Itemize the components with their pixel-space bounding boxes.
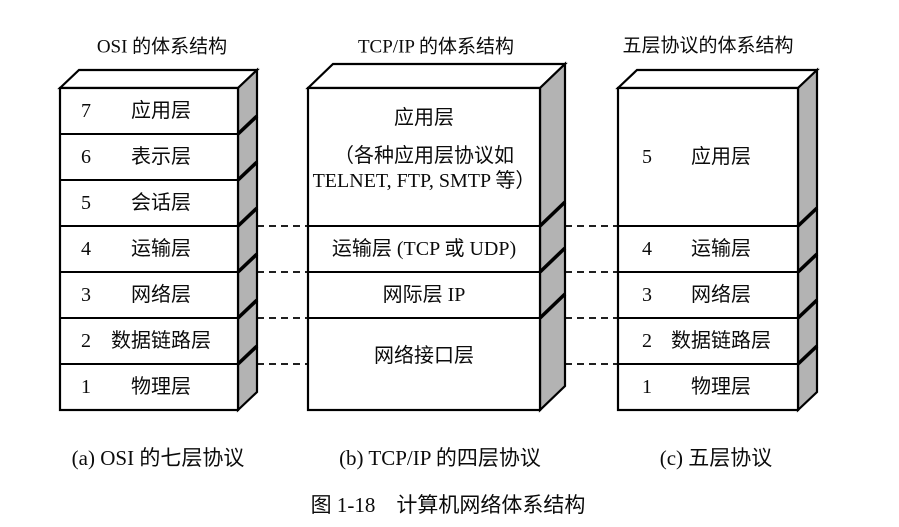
layer-alignment-connectors [257, 225, 618, 365]
layer-label: 应用层 [394, 106, 454, 129]
layer-label: 运输层 (TCP 或 UDP) [332, 237, 516, 260]
osi-layer-row: 4 运输层 [81, 237, 191, 260]
side-layer-separator [236, 206, 259, 228]
osi-stack-title: OSI 的体系结构 [97, 36, 227, 58]
five-layer-row: 4 运输层 [642, 237, 751, 260]
layer-label: 运输层 [691, 237, 751, 260]
side-layer-separator [236, 114, 259, 136]
layer-number: 1 [81, 376, 91, 398]
osi-layer-row: 7 应用层 [81, 99, 191, 122]
layer-number: 3 [642, 284, 652, 306]
layer-number: 2 [81, 330, 91, 352]
side-layer-separator [236, 160, 259, 182]
tcpip-layer-row: 应用层 （各种应用层协议如 TELNET, FTP, SMTP 等） [313, 106, 536, 192]
tcpip-layer-row: 网络接口层 [374, 344, 474, 367]
tcpip-side-face [538, 61, 567, 413]
side-layer-separator [538, 200, 567, 228]
tcpip-layer-row: 网际层 IP [383, 283, 466, 306]
side-layer-separator [796, 298, 819, 320]
layer-number: 2 [642, 330, 652, 352]
layer-label: 网络层 [691, 283, 751, 306]
side-layer-separator [538, 292, 567, 320]
five-layer-stack: 五层协议的体系结构 5 应用层 4 运输层 3 网络层 2 数据链路层 1 [615, 35, 820, 470]
osi-layer-row: 5 会话层 [81, 191, 191, 214]
layer-label: 数据链路层 [111, 329, 211, 352]
osi-layer-row: 6 表示层 [81, 145, 191, 168]
side-layer-separator [796, 344, 819, 366]
osi-layer-row: 1 物理层 [81, 375, 191, 398]
layer-label: 会话层 [131, 191, 191, 214]
layer-label: 应用层 [691, 145, 751, 168]
five-layer-stack-caption: (c) 五层协议 [660, 446, 773, 470]
layer-number: 4 [642, 238, 652, 260]
osi-top-face [57, 68, 260, 90]
five-top-face [615, 68, 820, 90]
side-layer-separator [236, 298, 259, 320]
layer-label: 应用层 [131, 99, 191, 122]
layer-number: 6 [81, 146, 91, 168]
figure-caption: 图 1-18 计算机网络体系结构 [311, 493, 586, 517]
osi-front-face [58, 86, 240, 412]
layer-number: 5 [81, 192, 91, 214]
layer-number: 1 [642, 376, 652, 398]
osi-stack-caption: (a) OSI 的七层协议 [72, 446, 245, 470]
layer-sublabel: TELNET, FTP, SMTP 等） [313, 169, 536, 192]
five-front-face [616, 86, 800, 412]
osi-layer-row: 2 数据链路层 [81, 329, 211, 352]
five-layer-stack-title: 五层协议的体系结构 [622, 35, 793, 57]
layer-number: 5 [642, 146, 652, 168]
layer-label: 物理层 [131, 375, 191, 398]
layer-label: 运输层 [131, 237, 191, 260]
tcpip-stack-title: TCP/IP 的体系结构 [358, 36, 514, 58]
layer-label: 网际层 IP [383, 283, 466, 306]
layer-label: 物理层 [691, 375, 751, 398]
layer-label: 网络接口层 [374, 344, 474, 367]
side-layer-separator [796, 252, 819, 274]
side-layer-separator [236, 344, 259, 366]
tcpip-stack: TCP/IP 的体系结构 应用层 （各种应用层协议如 TELNET, FTP, … [305, 36, 568, 470]
five-layer-row: 1 物理层 [642, 375, 751, 398]
osi-layer-row: 3 网络层 [81, 283, 191, 306]
layer-label: 表示层 [131, 145, 191, 168]
layer-label: 数据链路层 [671, 329, 771, 352]
side-layer-separator [236, 252, 259, 274]
side-layer-separator [538, 246, 567, 274]
layer-label: 网络层 [131, 283, 191, 306]
five-layer-row: 5 应用层 [642, 145, 751, 168]
tcpip-stack-caption: (b) TCP/IP 的四层协议 [339, 446, 541, 470]
five-layer-row: 2 数据链路层 [642, 329, 771, 352]
tcpip-front-face [306, 86, 542, 412]
tcpip-layer-row: 运输层 (TCP 或 UDP) [332, 237, 516, 260]
side-layer-separator [796, 206, 819, 228]
layer-number: 3 [81, 284, 91, 306]
tcpip-top-face [305, 62, 568, 90]
layer-number: 4 [81, 238, 91, 260]
five-layer-row: 3 网络层 [642, 283, 751, 306]
layer-sublabel: （各种应用层协议如 [334, 144, 514, 167]
layer-number: 7 [81, 100, 91, 122]
osi-stack: OSI 的体系结构 7 应用层 6 表示层 5 会话层 4 运输层 [57, 36, 260, 470]
